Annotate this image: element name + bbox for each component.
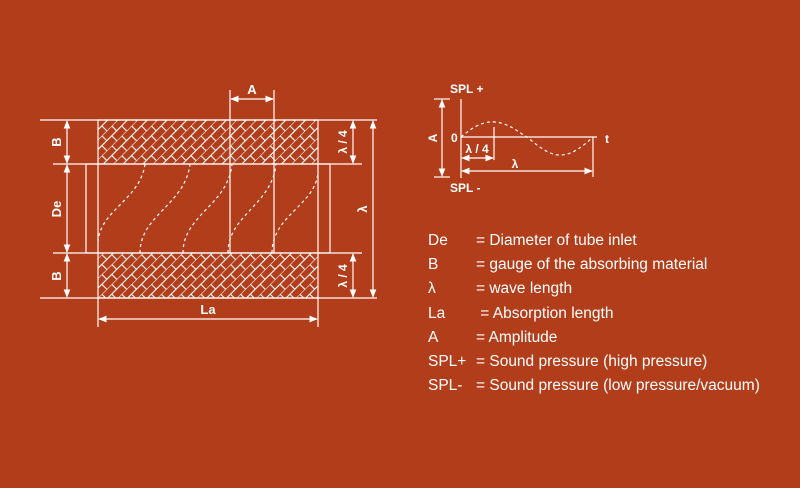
label-A: A <box>247 82 257 97</box>
legend-key: λ <box>428 280 436 298</box>
legend-key: SPL- <box>428 377 463 395</box>
legend: De = Diameter of tube inlet B = gauge of t… <box>428 229 760 398</box>
label-spl-minus: SPL - <box>450 181 480 195</box>
absorber-bottom <box>97 252 319 299</box>
label-spl-plus: SPL + <box>450 82 483 96</box>
label-De: De <box>49 201 64 218</box>
label-La: La <box>200 302 216 317</box>
legend-value: = Sound pressure (high pressure) <box>476 353 708 371</box>
legend-row: A = Amplitude <box>428 326 760 350</box>
tube-inlet-left <box>85 163 99 254</box>
sine-wave <box>460 121 594 156</box>
legend-row: λ = wave length <box>428 277 760 301</box>
label-lambda-quarter-bottom: λ / 4 <box>336 264 350 288</box>
sound-waves <box>97 163 319 254</box>
legend-value: = wave length <box>476 280 573 298</box>
legend-key: De <box>428 232 448 249</box>
legend-value: = Diameter of tube inlet <box>476 232 637 249</box>
legend-value: = Absorption length <box>476 304 614 322</box>
legend-key: SPL+ <box>428 353 467 371</box>
legend-value: = gauge of the absorbing material <box>476 256 708 274</box>
legend-value: = Amplitude <box>476 328 558 346</box>
legend-row: SPL+ = Sound pressure (high pressure) <box>428 350 760 374</box>
tube-diagram <box>40 90 377 327</box>
legend-key: B <box>428 256 439 274</box>
label-wave-A: A <box>426 133 440 142</box>
label-lambda: λ <box>355 205 370 213</box>
label-B-top: B <box>49 137 64 146</box>
label-lambda-quarter-top: λ / 4 <box>336 130 350 154</box>
label-wave-lambda: λ <box>512 157 519 171</box>
legend-row: B = gauge of the absorbing material <box>428 253 760 277</box>
tube-inlet-right <box>317 163 331 254</box>
label-t: t <box>605 132 609 146</box>
legend-row: SPL- = Sound pressure (low pressure/vacuu… <box>428 374 760 398</box>
label-wave-lambda-quarter: λ / 4 <box>465 142 489 156</box>
label-B-bottom: B <box>49 271 64 280</box>
absorber-top <box>97 119 319 165</box>
label-zero: 0 <box>451 131 458 145</box>
legend-row: La = Absorption length <box>428 302 760 326</box>
wave-diagram <box>434 98 597 178</box>
legend-row: De = Diameter of tube inlet <box>428 229 760 253</box>
legend-key: A <box>428 328 439 346</box>
legend-value: = Sound pressure (low pressure/vacuum) <box>476 377 760 395</box>
legend-key: La <box>428 304 446 322</box>
